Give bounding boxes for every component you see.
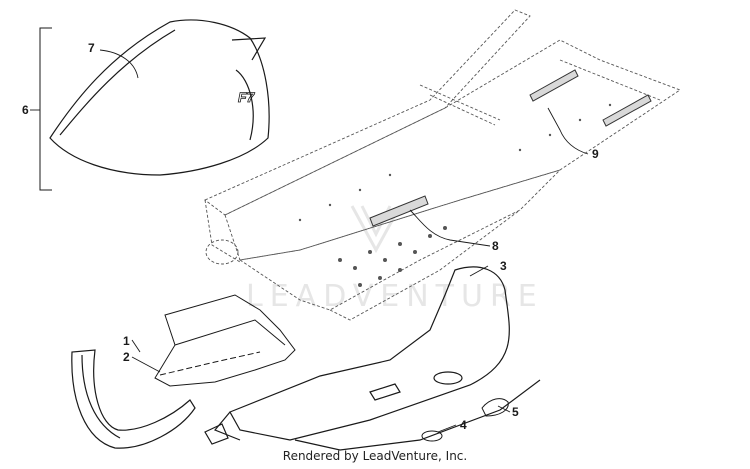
- callout-7: 7: [88, 41, 95, 55]
- callout-4: 4: [460, 418, 467, 432]
- bracket-2-flange: [174, 319, 286, 346]
- leader-5: [497, 405, 511, 413]
- callouts: 7 6 3 1 2 8 9 4 5: [22, 41, 599, 432]
- callout-5: 5: [512, 405, 519, 419]
- callout-8: 8: [492, 239, 499, 253]
- watermark-text: LEADVENTURE: [246, 279, 544, 314]
- rear-panel-3: [204, 266, 541, 451]
- seat-rear-tab: [231, 37, 267, 61]
- bumper-1-inner: [81, 354, 121, 439]
- callout-2: 2: [123, 350, 130, 364]
- rivet: [518, 148, 522, 152]
- seat: F7: [49, 19, 270, 176]
- tunnel-footrest: [238, 169, 561, 311]
- credit-text: Rendered by LeadVenture, Inc.: [282, 449, 468, 463]
- rear-panel-3-lower: [294, 379, 541, 451]
- rivet: [398, 268, 402, 272]
- rear-panel-3-slot: [369, 383, 401, 401]
- callout-6: 6: [22, 103, 29, 117]
- leader-4: [437, 424, 457, 433]
- rivet: [443, 226, 447, 230]
- rivet: [413, 250, 417, 254]
- rear-panel-3-outline: [229, 266, 510, 441]
- bracket-6: [39, 27, 52, 191]
- rivet: [353, 266, 357, 270]
- rivet: [368, 250, 372, 254]
- pad-5: [481, 398, 509, 417]
- callout-3: 3: [500, 259, 507, 273]
- rear-panel-3-hook: [204, 423, 229, 445]
- rivet: [388, 173, 392, 177]
- bracket-2: [154, 294, 296, 387]
- rivet: [378, 276, 382, 280]
- decal-8: [369, 195, 429, 227]
- tunnel-front-opening: [205, 239, 239, 265]
- leader-7: [99, 49, 139, 79]
- leader-8: [409, 209, 491, 247]
- rivet: [328, 203, 332, 207]
- callout-9: 9: [592, 147, 599, 161]
- tunnel-ribs: [419, 59, 661, 126]
- tunnel-chassis: [204, 9, 681, 321]
- leader-1: [131, 339, 141, 353]
- tunnel-body: [224, 39, 681, 261]
- seat-outline: [49, 19, 270, 176]
- tunnel-rivets: [298, 103, 612, 287]
- rivet: [608, 103, 612, 107]
- tunnel-lower-edge: [329, 209, 521, 321]
- rivet: [398, 242, 402, 246]
- leader-9: [547, 107, 589, 155]
- rear-panel-3-opening: [433, 371, 463, 385]
- rivet: [298, 218, 302, 222]
- decal-9b: [602, 94, 652, 127]
- leader-3: [469, 265, 489, 277]
- callout-1: 1: [123, 334, 130, 348]
- seat-contour: [59, 29, 176, 136]
- rivet: [383, 258, 387, 262]
- rivet: [358, 188, 362, 192]
- leader-2: [131, 356, 161, 373]
- rivet: [338, 258, 342, 262]
- tunnel-front-edge: [204, 199, 241, 263]
- leader-lines: [30, 49, 589, 433]
- seat-badge: F7: [238, 89, 256, 105]
- seat-side-panel: [235, 69, 254, 141]
- rivet: [578, 118, 582, 122]
- rivet: [428, 234, 432, 238]
- bracket-2-slots: [159, 351, 261, 376]
- bumper-1: [71, 349, 196, 449]
- rivet: [358, 283, 362, 287]
- reflector-4: [421, 430, 443, 442]
- decal-strips: [369, 69, 652, 227]
- rear-panel-3-tip: [214, 411, 241, 441]
- decal-9a: [529, 69, 579, 102]
- bumper-1-outline: [71, 349, 196, 449]
- rivet: [548, 133, 552, 137]
